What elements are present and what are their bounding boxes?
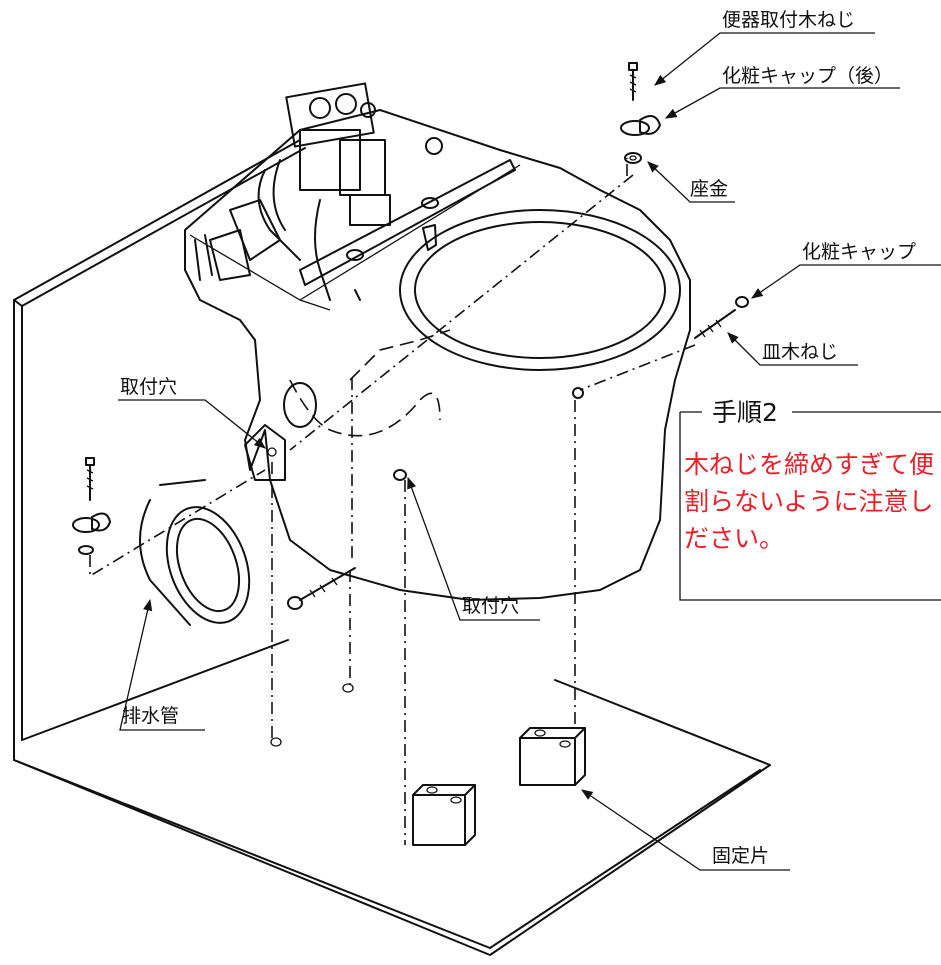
label-washer: 座金	[690, 178, 728, 200]
label-toilet-wood-screw: 便器取付木ねじ	[722, 9, 855, 31]
hardware-graphics	[72, 62, 749, 747]
drain-pipe-graphic	[139, 479, 251, 626]
label-dish-wood-screw: 皿木ねじ	[762, 341, 838, 363]
label-cap-front: 化粧キャップ	[802, 241, 916, 263]
leader-lines	[118, 32, 941, 871]
room-box	[13, 139, 771, 956]
label-mount-hole-left: 取付穴	[120, 376, 177, 398]
warning-line-1: 木ねじを締めすぎて便	[684, 450, 934, 479]
toilet-body	[184, 109, 691, 601]
fixing-block-graphics	[412, 727, 586, 846]
valve-mechanism	[194, 82, 516, 301]
warning-line-3: ださい。	[684, 524, 784, 553]
label-fixing-block: 固定片	[712, 845, 769, 867]
label-mount-hole-center: 取付穴	[462, 595, 519, 617]
part-labels: 便器取付木ねじ 化粧キャップ（後） 座金 化粧キャップ 皿木ねじ 取付穴 取付穴…	[120, 9, 916, 867]
guide-lines	[89, 158, 696, 845]
label-cap-rear: 化粧キャップ（後）	[722, 65, 893, 87]
step-box: 手順2 木ねじを締めすぎて便 割らないように注意し ださい。	[679, 398, 941, 601]
warning-line-2: 割らないように注意し	[684, 487, 934, 516]
step-title: 手順2	[712, 398, 778, 427]
label-drain-pipe: 排水管	[122, 705, 179, 727]
